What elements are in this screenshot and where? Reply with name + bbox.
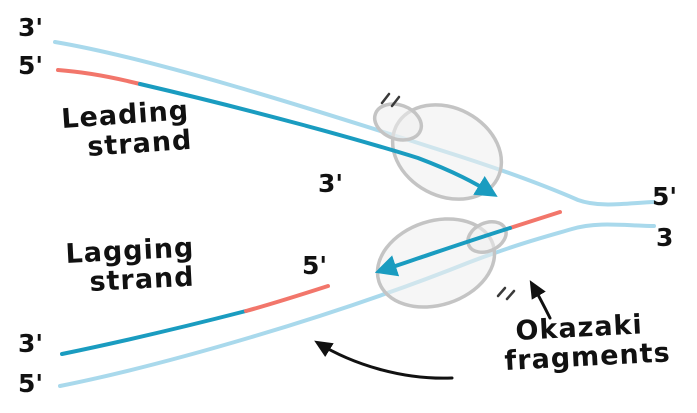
okazaki-fragment-1-dna	[60, 309, 248, 356]
okazaki-fragment-2-primer	[508, 210, 562, 230]
leading-polymerase-blob	[372, 102, 504, 201]
tick-marks-top	[380, 92, 401, 108]
tick-marks-bottom	[496, 286, 516, 301]
polymerase-lobe	[372, 102, 424, 142]
label-leading-strand-line2: strand	[86, 125, 193, 163]
okazaki-pointer-arrow-left	[314, 340, 454, 380]
label-top-left-5-prime: 5'	[18, 51, 43, 80]
label-bottom-left-3-prime: 3'	[18, 329, 43, 358]
leading-strand-primer	[56, 68, 142, 86]
lagging-polymerase-blob	[375, 217, 508, 309]
okazaki-fragment-2-arrow	[374, 226, 512, 277]
label-lagging-strand-line2: strand	[89, 262, 196, 298]
label-okazaki-line1: Okazaki	[515, 309, 644, 347]
leading-strand-arrow	[138, 82, 498, 197]
label-right-5-prime: 5'	[652, 182, 677, 211]
label-lagging-strand-line1: Lagging	[65, 232, 195, 270]
label-leading-3-prime: 3'	[318, 169, 343, 198]
okazaki-fragment-1-primer	[244, 284, 330, 313]
okazaki-pointer-arrow-right	[529, 280, 552, 320]
label-top-left-3-prime: 3'	[18, 13, 43, 42]
label-bottom-left-5-prime: 5'	[18, 369, 43, 398]
label-lagging-5-prime: 5'	[302, 251, 327, 280]
label-right-3: 3	[656, 223, 673, 252]
